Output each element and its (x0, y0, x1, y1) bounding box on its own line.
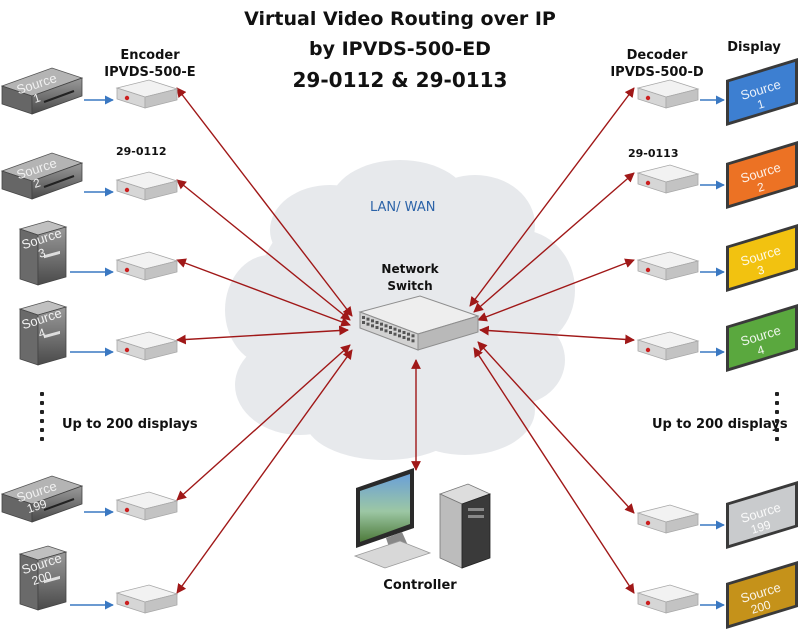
decoder-device-4 (636, 331, 700, 361)
diagram-title-line3: 29-0112 & 29-0113 (292, 68, 508, 92)
encoder-link-6 (176, 349, 353, 594)
encoder-device-4 (115, 331, 179, 361)
sources: Source1Source2Source3Source4Source199Sou… (0, 67, 114, 611)
source-number: 2 (31, 175, 42, 190)
switch-label-line1: Network (381, 262, 439, 276)
diagram-title-line2: by IPVDS-500-ED (309, 38, 491, 60)
decoder-header: Decoder (626, 48, 688, 63)
encoder-model: IPVDS-500-E (104, 65, 196, 80)
network-links (176, 87, 635, 594)
source-number: 199 (25, 496, 49, 516)
cloud-label: LAN/ WAN (370, 200, 436, 215)
source-number: 3 (36, 245, 47, 260)
encoder-device-2 (115, 171, 179, 201)
diagram-title-line1: Virtual Video Routing over IP (244, 8, 556, 30)
source-number: 4 (36, 325, 47, 340)
ellipsis-dots-right (775, 392, 779, 441)
network-switch (358, 295, 480, 351)
decoder-link-3 (477, 258, 635, 322)
encoder-device-5 (115, 491, 179, 521)
display-header: Display (727, 40, 781, 55)
decoders (636, 79, 700, 614)
controller-computer (353, 468, 492, 569)
decoder-device-1 (636, 79, 700, 109)
encoders (115, 79, 179, 614)
encoder-device-3 (115, 251, 179, 281)
decoder-link-6 (473, 347, 635, 594)
ellipsis-dots-left (40, 392, 44, 441)
display-number: 1 (756, 96, 767, 111)
encoder-device-1 (115, 79, 179, 109)
encoder-code: 29-0112 (116, 145, 167, 158)
display-number: 3 (756, 262, 767, 277)
decoder-device-3 (636, 251, 700, 281)
decoder-device-6 (636, 584, 700, 614)
decoder-model: IPVDS-500-D (610, 65, 704, 80)
decoder-code: 29-0113 (628, 147, 679, 160)
switch-label-line2: Switch (387, 279, 433, 293)
source-number: 1 (31, 90, 42, 105)
display-number: 4 (756, 342, 767, 357)
displays: Source1Source2Source3Source4Source199Sou… (700, 58, 798, 629)
display-number: 2 (756, 179, 767, 194)
decoder-device-2 (636, 164, 700, 194)
encoder-link-4 (176, 325, 349, 345)
encoder-device-6 (115, 584, 179, 614)
up-to-displays-left: Up to 200 displays (62, 417, 198, 432)
source-number: 200 (30, 568, 54, 588)
up-to-displays-right: Up to 200 displays (652, 417, 788, 432)
encoder-header: Encoder (120, 48, 180, 63)
decoder-device-5 (636, 504, 700, 534)
decoder-link-4 (479, 325, 635, 345)
display-number: 200 (749, 597, 773, 616)
encoder-link-3 (176, 258, 351, 327)
controller-label: Controller (383, 578, 457, 593)
display-number: 199 (749, 517, 773, 536)
